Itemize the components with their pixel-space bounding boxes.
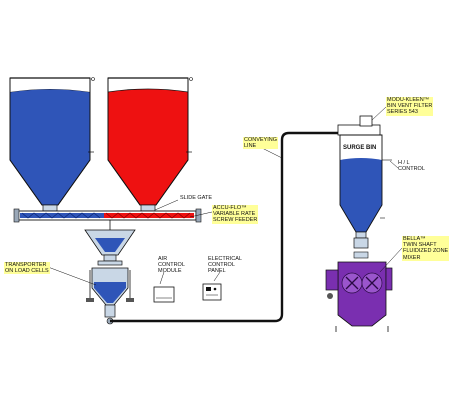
elec-line-3: PANEL	[208, 268, 226, 275]
electrical-panel-label: ELECTRICAL CONTROL PANEL	[208, 256, 242, 275]
right-silo-title: STORAGE SILO	[114, 82, 162, 88]
air-line-3: MODULE	[158, 268, 182, 275]
bella-line-2: TWIN SHAFT	[402, 242, 450, 249]
bella-mixer	[325, 251, 393, 332]
trans-line-2: ON LOAD CELLS	[4, 268, 50, 275]
conveying-line-label: CONVEYING LINE	[243, 137, 279, 150]
modu-kleen-label: MODU-KLEEN™ BIN VENT FILTER SERIES 543	[386, 97, 434, 116]
hl-control-label: H / L CONTROL	[398, 160, 425, 172]
air-line-2: CONTROL	[158, 262, 185, 269]
conveying-line	[110, 131, 350, 323]
accu-flo-line-1: ACCU-FLO™	[212, 205, 259, 212]
accu-flo-line-2: VARIABLE RATE	[212, 211, 259, 218]
accu-flo-line-3: SCREW FEEDER	[212, 217, 259, 224]
elec-line-2: CONTROL	[208, 262, 235, 269]
accu-flo-label: ACCU-FLO™ VARIABLE RATE SCREW FEEDER	[212, 205, 259, 224]
air-control-module	[153, 271, 175, 303]
modu-line-3: SERIES 543	[386, 109, 434, 116]
surge-bin-title: SURGE BIN	[343, 145, 377, 151]
right-storage-silo	[107, 77, 193, 212]
electrical-control-panel	[202, 271, 222, 301]
conv-line-2: LINE	[243, 143, 279, 150]
trans-line-1: TRANSPORTER	[4, 262, 50, 269]
bella-line-4: MIXER	[402, 254, 450, 261]
hl-line-1: H / L	[398, 160, 410, 166]
left-storage-silo	[9, 77, 95, 212]
modu-line-2: BIN VENT FILTER	[386, 103, 434, 110]
left-silo-title: STORAGE SILO	[16, 82, 64, 88]
surge-bin	[337, 115, 392, 249]
collection-hopper	[84, 220, 136, 262]
bella-line-3: FLUIDIZED ZONE	[402, 248, 450, 255]
modu-line-1: MODU-KLEEN™	[386, 97, 434, 104]
transporter	[86, 260, 134, 325]
slide-gate-label: SLIDE GATE	[180, 195, 212, 201]
conv-line-1: CONVEYING	[243, 137, 279, 144]
bella-line-1: BELLA™	[402, 236, 450, 243]
screw-feeder	[13, 208, 202, 223]
transporter-label: TRANSPORTER ON LOAD CELLS	[4, 262, 50, 275]
bella-mixer-label: BELLA™ TWIN SHAFT FLUIDIZED ZONE MIXER	[402, 236, 450, 261]
elec-line-1: ELECTRICAL	[208, 256, 242, 262]
air-line-1: AIR	[158, 256, 168, 262]
air-control-label: AIR CONTROL MODULE	[158, 256, 185, 275]
hl-line-2: CONTROL	[398, 166, 425, 173]
